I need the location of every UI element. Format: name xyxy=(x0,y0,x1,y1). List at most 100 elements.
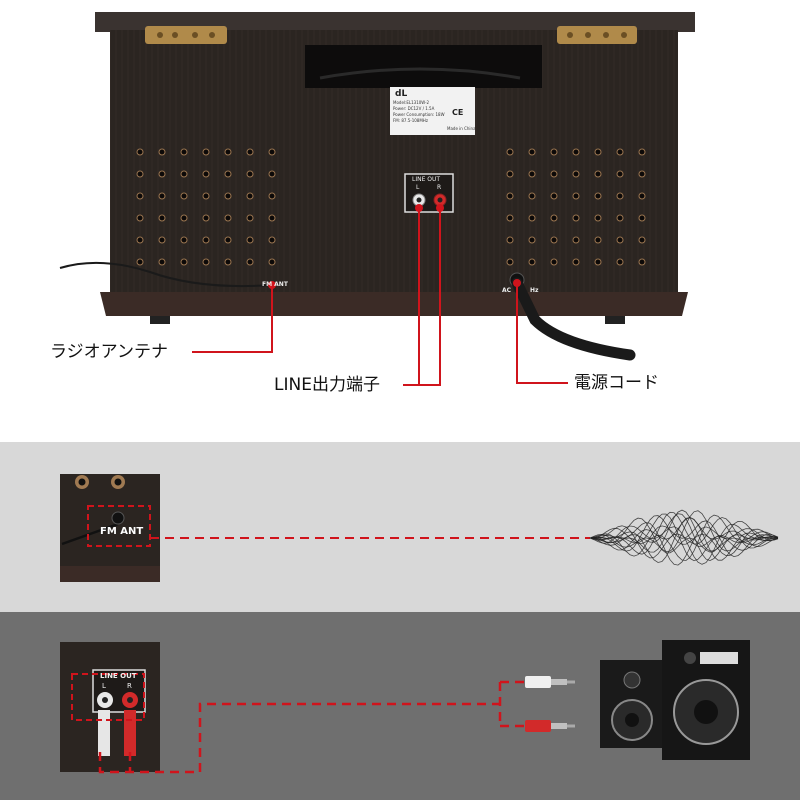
turntable-opening xyxy=(305,45,542,88)
grill-hole xyxy=(202,214,210,222)
grill-hole xyxy=(158,236,166,244)
wave-line xyxy=(589,511,779,555)
grill-hole xyxy=(594,148,602,156)
grill-hole xyxy=(506,258,514,266)
grill-hole xyxy=(506,214,514,222)
grill-hole xyxy=(180,258,188,266)
left-speaker-grill xyxy=(136,148,276,266)
radio-antenna-callout: ラジオアンテナ xyxy=(50,342,168,362)
grill-hole xyxy=(136,258,144,266)
wave-line xyxy=(589,517,779,561)
grill-hole xyxy=(268,192,276,200)
grill-hole xyxy=(158,192,166,200)
sound-wave-icon xyxy=(589,509,779,566)
grill-hole xyxy=(136,214,144,222)
grill-hole xyxy=(180,192,188,200)
grill-hole xyxy=(528,192,536,200)
grill-hole xyxy=(180,170,188,178)
antenna-wire xyxy=(59,261,273,288)
spec-label xyxy=(390,87,475,135)
grill-hole xyxy=(268,148,276,156)
grill-hole xyxy=(550,236,558,244)
speaker-icon xyxy=(662,640,750,760)
grill-hole xyxy=(246,148,254,156)
ce-mark: CE xyxy=(452,108,464,117)
grill-hole xyxy=(246,258,254,266)
grill-hole xyxy=(638,258,646,266)
grill-hole xyxy=(506,236,514,244)
grill-hole xyxy=(180,214,188,222)
base xyxy=(100,292,688,316)
right-thumb-label: R xyxy=(127,682,132,690)
hinge-icon xyxy=(145,26,227,44)
right-channel-label: R xyxy=(437,184,442,191)
grill-hole xyxy=(136,236,144,244)
grill-hole xyxy=(616,258,624,266)
spec-line: Power: DC12V / 1.5A xyxy=(393,106,435,111)
fm-ant-thumb-label: FM ANT xyxy=(100,526,144,537)
wave-line xyxy=(589,513,779,562)
grill-hole xyxy=(638,170,646,178)
left-thumb-label: L xyxy=(102,682,106,690)
grill-hole xyxy=(616,214,624,222)
grill-hole xyxy=(268,170,276,178)
wave-line xyxy=(589,513,779,562)
grill-hole xyxy=(246,214,254,222)
wave-line xyxy=(589,517,779,554)
left-channel-label: L xyxy=(416,184,420,191)
line-out-thumb-label: LINE OUT xyxy=(100,672,137,680)
grill-hole xyxy=(202,236,210,244)
lid xyxy=(95,12,695,32)
grill-hole xyxy=(246,236,254,244)
grill-hole xyxy=(202,192,210,200)
line-out-diagram xyxy=(60,640,750,774)
right-speaker-grill xyxy=(506,148,646,266)
grill-hole xyxy=(572,258,580,266)
hz-label: Hz xyxy=(530,287,539,294)
line-out-label: LINE OUT xyxy=(412,176,441,183)
spec-line: Model:EL1310W-2 xyxy=(393,100,430,105)
grill-hole xyxy=(594,214,602,222)
spec-line: FM: 87.5-108MHz xyxy=(393,118,428,123)
grill-hole xyxy=(550,170,558,178)
grill-hole xyxy=(224,214,232,222)
grill-hole xyxy=(594,170,602,178)
grill-hole xyxy=(528,258,536,266)
grill-hole xyxy=(246,170,254,178)
power-cord-callout: 電源コード xyxy=(574,373,659,393)
wave-line xyxy=(589,510,779,552)
grill-hole xyxy=(246,192,254,200)
grill-hole xyxy=(528,236,536,244)
grill-hole xyxy=(572,148,580,156)
line-out-callout: LINE出力端子 xyxy=(274,375,380,395)
grill-hole xyxy=(616,192,624,200)
power-cord xyxy=(511,277,636,361)
wave-line xyxy=(589,514,779,561)
grill-hole xyxy=(572,236,580,244)
grill-hole xyxy=(638,192,646,200)
grill-hole xyxy=(594,258,602,266)
spec-line: Made in China xyxy=(447,126,476,131)
grill-hole xyxy=(202,170,210,178)
grill-hole xyxy=(594,236,602,244)
grill-hole xyxy=(594,192,602,200)
grill-hole xyxy=(616,170,624,178)
grill-hole xyxy=(550,214,558,222)
wave-line xyxy=(589,523,779,565)
grill-hole xyxy=(158,214,166,222)
grill-hole xyxy=(158,258,166,266)
grill-hole xyxy=(550,258,558,266)
grill-hole xyxy=(158,148,166,156)
brand-logo: dL xyxy=(395,89,408,99)
line-out-plate xyxy=(404,173,454,213)
grill-hole xyxy=(528,170,536,178)
grill-hole xyxy=(572,170,580,178)
wave-line xyxy=(589,509,779,553)
grill-hole xyxy=(638,148,646,156)
grill-hole xyxy=(572,214,580,222)
grill-hole xyxy=(506,170,514,178)
grill-hole xyxy=(506,148,514,156)
rca-plug-icon xyxy=(525,720,575,732)
grill-hole xyxy=(136,192,144,200)
grill-hole xyxy=(572,192,580,200)
